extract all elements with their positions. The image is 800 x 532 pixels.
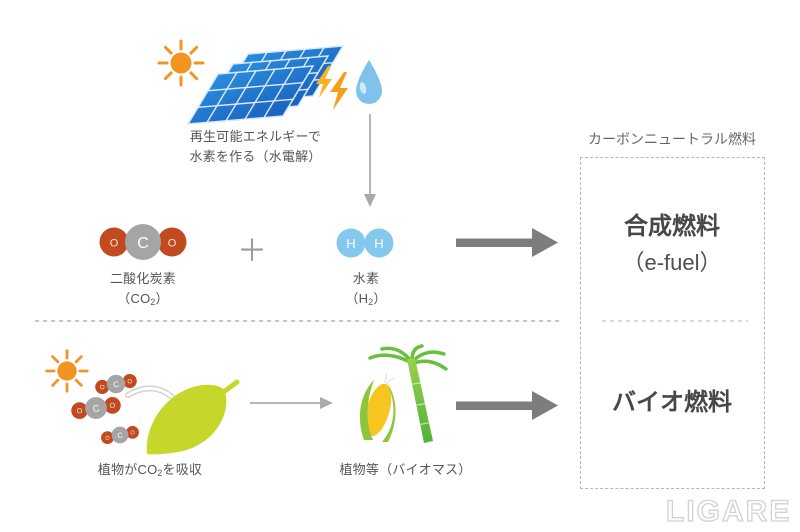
oxygen-atom-label: O: [130, 430, 136, 437]
sun-icon: [157, 39, 205, 87]
bio-fuel-label: バイオ燃料: [580, 388, 764, 418]
oxygen-atom-label: O: [168, 238, 177, 250]
co2-molecule-icon: O O C: [99, 224, 187, 260]
carbon-neutral-fuel-box: [580, 157, 765, 489]
biomass-caption: 植物等（バイオマス）: [339, 462, 472, 477]
absorb-caption: 植物がCO2を吸収: [97, 462, 203, 478]
oxygen-atom-label: O: [99, 384, 105, 392]
oxygen-atom-label: O: [127, 378, 133, 386]
h2-name: 水素: [352, 271, 380, 286]
leaf-icon: [146, 379, 240, 455]
carbon-atom-label: C: [117, 430, 124, 440]
co2-molecule-mini-icon: O O C: [71, 397, 121, 419]
oxygen-atom-label: O: [110, 238, 119, 250]
h2-label: 水素 （H2）: [306, 269, 426, 309]
thin-arrow: [250, 397, 333, 409]
synthetic-fuel-name: 合成燃料: [624, 213, 720, 240]
down-arrow: [364, 114, 376, 207]
electrolysis-caption-line1: 再生可能エネルギーで: [189, 129, 322, 144]
co2-formula: （CO2）: [117, 290, 169, 307]
biomass-plants-icon: [359, 344, 448, 443]
co2-molecule-mini-icon: O O C: [95, 374, 137, 394]
carbon-neutral-fuel-title: カーボンニュートラル燃料: [588, 131, 756, 147]
oxygen-atom-label: O: [76, 406, 83, 416]
hydrogen-atom-label: H: [346, 236, 355, 251]
plus-sign: ＋: [237, 235, 267, 268]
carbon-atom-label: C: [112, 380, 120, 390]
h2-formula: （H2）: [345, 290, 387, 307]
carbon-atom-label: C: [92, 403, 100, 414]
bio-fuel-name: バイオ燃料: [612, 389, 732, 416]
section-divider: [35, 320, 563, 322]
electrolysis-caption-line2: 水素を作る（水電解）: [189, 148, 322, 164]
box-inner-divider: [602, 320, 748, 322]
carbon-atom-label: C: [137, 235, 149, 252]
synthetic-fuel-label: 合成燃料 （e-fuel）: [580, 212, 764, 277]
oxygen-atom-label: O: [109, 401, 116, 411]
co2-name: 二酸化炭素: [109, 271, 176, 286]
ligare-watermark: LIGARE: [665, 494, 792, 528]
water-droplet-icon: [356, 60, 382, 104]
oxygen-atom-label: O: [105, 435, 111, 442]
thick-arrow: [456, 228, 558, 257]
synthetic-fuel-sub: （e-fuel）: [622, 250, 722, 275]
co2-label: 二酸化炭素 （CO2）: [83, 269, 203, 309]
electrolysis-caption: 再生可能エネルギーで 水素を作る（水電解）: [158, 127, 353, 166]
thick-arrow: [456, 391, 558, 420]
co2-molecule-mini-icon: O O C: [101, 425, 139, 445]
hydrogen-atom-label: H: [374, 236, 383, 251]
h2-molecule-icon: H H: [336, 228, 394, 258]
sun-icon-small: [45, 349, 89, 393]
lightning-icon: [316, 66, 348, 110]
